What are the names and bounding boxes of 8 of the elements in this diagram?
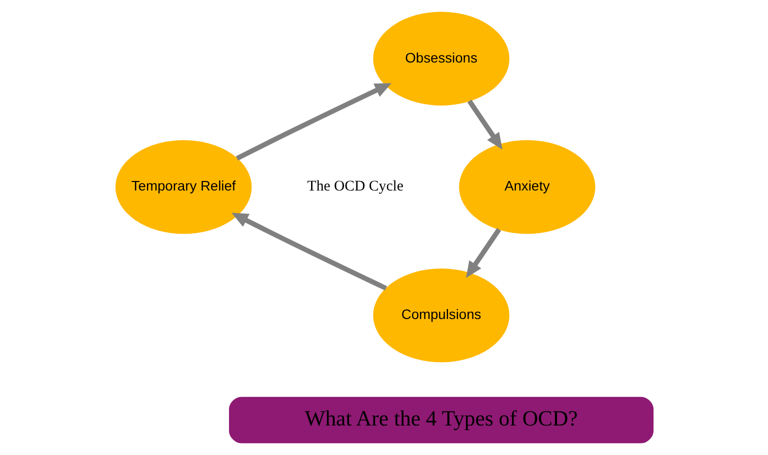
label: The OCD Cycle xyxy=(306,178,403,194)
arrow xyxy=(235,83,392,161)
node-box: What Are the 4 Types of OCD? xyxy=(228,396,654,444)
arrow xyxy=(466,100,502,150)
arrow xyxy=(466,228,501,278)
node-ellipse: Anxiety xyxy=(458,140,595,234)
node-ellipse: Compulsions xyxy=(372,268,509,362)
arrow xyxy=(231,212,387,291)
